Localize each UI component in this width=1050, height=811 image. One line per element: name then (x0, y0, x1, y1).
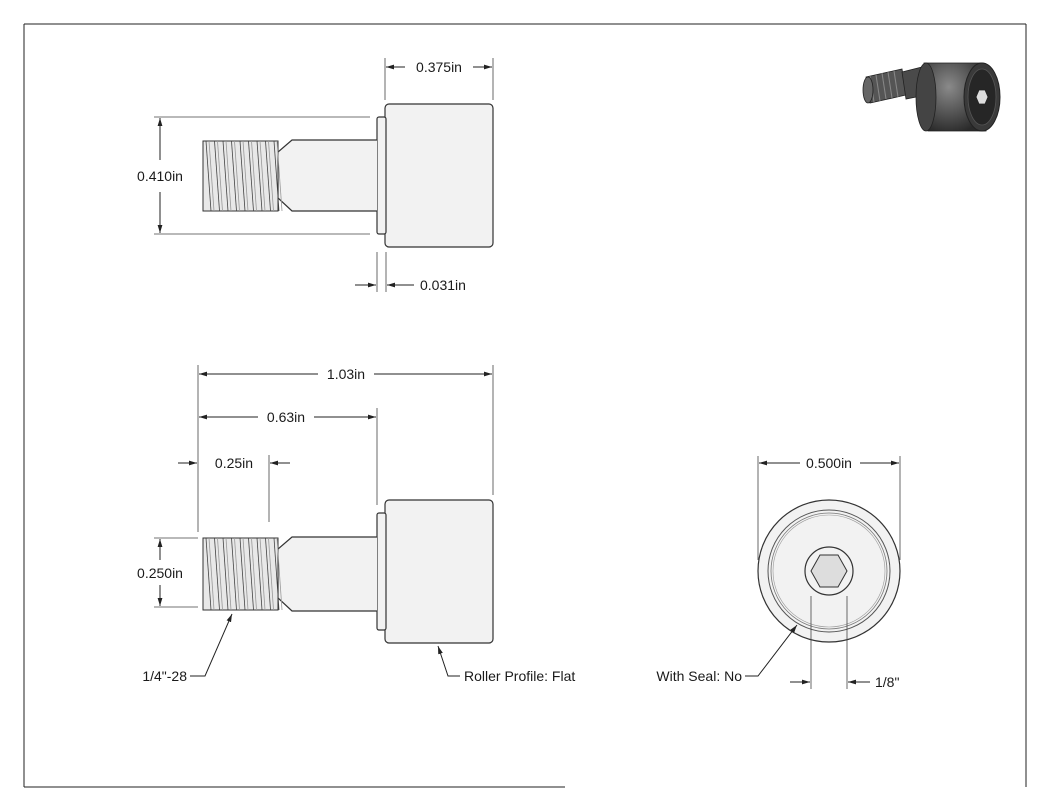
roller-head-front (384, 499, 494, 644)
shoulder-washer-front (376, 512, 387, 631)
dim-overall-diameter: 0.410in (137, 116, 370, 235)
front-view (202, 499, 494, 644)
shank (277, 139, 377, 212)
shoulder-washer (376, 116, 387, 235)
dim-hex-size: 1/8" (790, 596, 899, 690)
dim-thread-length: 0.25in (178, 455, 290, 522)
dim-overall-diameter-text: 0.410in (137, 168, 183, 184)
top-view (202, 103, 494, 248)
callout-thread-text: 1/4"-28 (142, 668, 187, 684)
roller-seal-ring (767, 509, 891, 633)
dim-thread-length-text: 0.25in (215, 455, 253, 471)
dim-overall-length: 1.03in (197, 365, 494, 532)
callout-thread: 1/4"-28 (142, 613, 233, 684)
dim-overall-length-text: 1.03in (327, 366, 365, 382)
roller-head (384, 103, 494, 248)
callout-roller-profile: Roller Profile: Flat (437, 645, 575, 684)
end-view (757, 499, 901, 643)
sheet-border (23, 23, 1027, 788)
dim-shoulder-gap: 0.031in (355, 252, 466, 293)
dim-roller-diameter-text: 0.500in (806, 455, 852, 471)
callout-roller-profile-text: Roller Profile: Flat (464, 668, 575, 684)
thread-top (202, 140, 283, 212)
dim-stud-length-text: 0.63in (267, 409, 305, 425)
hex-socket (810, 554, 848, 588)
isometric-view (862, 62, 1001, 132)
shank-front (277, 536, 377, 612)
dim-hex-size-text: 1/8" (875, 674, 899, 690)
dim-shoulder-gap-text: 0.031in (420, 277, 466, 293)
thread-front (202, 537, 283, 611)
dim-roller-diameter: 0.500in (757, 455, 901, 560)
dim-stud-diameter-text: 0.250in (137, 565, 183, 581)
callout-seal-text: With Seal: No (656, 668, 742, 684)
callout-seal: With Seal: No (656, 624, 798, 684)
dim-stud-diameter: 0.250in (137, 537, 198, 608)
dim-head-length-text: 0.375in (416, 59, 462, 75)
dim-stud-length: 0.63in (199, 408, 378, 505)
dim-head-length: 0.375in (384, 58, 494, 100)
